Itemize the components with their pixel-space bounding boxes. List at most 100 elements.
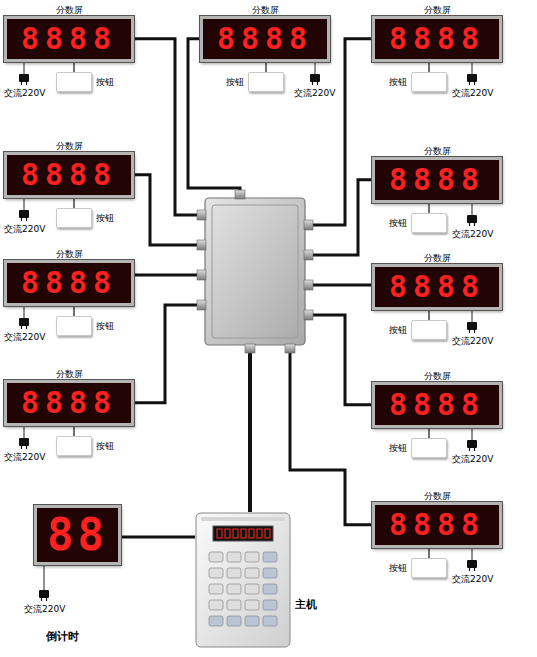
led-panel: 8888 [4, 16, 134, 62]
plug-prong [21, 218, 22, 221]
label-text: 倒计时 [46, 630, 79, 643]
score-screen: 分数屏 8888 [4, 4, 134, 62]
score-digits: 8888 [13, 158, 125, 192]
countdown-display: 88 [34, 505, 121, 565]
label-text: 交流220V [452, 88, 493, 99]
plug-body [39, 590, 49, 598]
score-digits: 8888 [381, 388, 493, 422]
host-body [195, 512, 291, 648]
host-key [263, 552, 277, 562]
label-text: 交流220V [452, 574, 493, 585]
host-case [196, 513, 290, 647]
host-display-segment [233, 529, 238, 538]
cable-gland [197, 210, 206, 220]
plug-body [467, 560, 477, 568]
score-screen: 分数屏 8888 [372, 4, 502, 62]
button-label: 按钮 [96, 76, 114, 88]
plug-prong [317, 82, 318, 85]
host-key [209, 600, 223, 610]
plug-prong [21, 326, 22, 329]
button-cap [56, 436, 92, 456]
host-display-segment [241, 529, 246, 538]
plug-prong [469, 223, 470, 226]
score-screen: 分数屏8888 [200, 4, 330, 62]
push-button: 按钮 [222, 72, 284, 92]
score-screen: 分数屏 8888 [372, 370, 502, 428]
button-cap [411, 72, 447, 92]
label-text: 交流220V [4, 332, 45, 343]
led-panel: 8888 [372, 16, 502, 62]
score-digits: 8888 [381, 270, 493, 304]
screen-title: 分数屏 [372, 4, 502, 16]
button-wire [428, 310, 429, 320]
screen-title: 分数屏 [4, 368, 134, 380]
score-digits: 8888 [381, 22, 493, 56]
plug-body [19, 438, 29, 446]
signal-cable [121, 536, 195, 539]
label-text: 交流220V [24, 604, 65, 615]
push-button: 按钮 [385, 72, 447, 92]
screen-title: 分数屏 [372, 370, 502, 382]
host-key [209, 584, 223, 594]
host-display-segment [217, 529, 222, 538]
push-button: 按钮 [56, 316, 118, 336]
push-button: 按钮 [56, 436, 118, 456]
button-label: 按钮 [96, 212, 114, 224]
plug-prong [21, 82, 22, 85]
button-label: 按钮 [96, 440, 114, 452]
button-wire [73, 306, 74, 316]
label-text: 交流220V [452, 229, 493, 240]
led-panel: 8888 [372, 264, 502, 310]
host-key [209, 568, 223, 578]
score-screen: 分数屏 8888 [4, 140, 134, 198]
button-cap [56, 316, 92, 336]
plug-body [19, 74, 29, 82]
label-text: 交流220V [294, 88, 335, 99]
score-screen: 分数屏8888 [372, 252, 502, 310]
button-cap [411, 320, 447, 340]
host-top-strip [201, 517, 285, 521]
led-panel: 8888 [372, 157, 502, 203]
button-cap [248, 72, 284, 92]
score-digits: 8888 [13, 22, 125, 56]
score-screen: 分数屏8888 [372, 145, 502, 203]
screen-title: 分数屏 [4, 4, 134, 16]
push-button: 按钮 [56, 208, 118, 228]
button-wire [73, 62, 74, 72]
host-key [263, 568, 277, 578]
led-panel: 8888 [372, 502, 502, 548]
label-text: 交流220V [4, 88, 45, 99]
plug-prong [26, 218, 27, 221]
plug-prong [474, 448, 475, 451]
host-key [245, 552, 259, 562]
led-panel: 8888 [372, 382, 502, 428]
plug-prong [41, 598, 42, 601]
screen-title: 分数屏 [4, 248, 134, 260]
score-digits: 8888 [381, 508, 493, 542]
push-button: 按钮 [385, 558, 447, 578]
host-label: 主机 [295, 598, 317, 612]
screen-title: 分数屏 [4, 140, 134, 152]
junction-box-lid [212, 205, 298, 338]
button-label: 按钮 [96, 320, 114, 332]
host-key [245, 600, 259, 610]
push-button: 按钮 [385, 438, 447, 458]
host-key [245, 568, 259, 578]
junction-box-body [205, 198, 305, 345]
button-cap [411, 213, 447, 233]
led-panel: 8888 [4, 380, 134, 426]
cable-gland [197, 270, 206, 280]
label-text: 交流220V [452, 336, 493, 347]
led-panel: 8888 [200, 16, 330, 62]
button-label: 按钮 [389, 324, 407, 336]
plug-prong [474, 330, 475, 333]
host-key [209, 552, 223, 562]
plug-prong [21, 446, 22, 449]
plug-prong [474, 568, 475, 571]
plug-prong [26, 82, 27, 85]
plug-body [19, 210, 29, 218]
screen-title: 分数屏 [372, 490, 502, 502]
plug-body [467, 215, 477, 223]
plug-body [310, 74, 320, 82]
push-button: 按钮 [385, 213, 447, 233]
